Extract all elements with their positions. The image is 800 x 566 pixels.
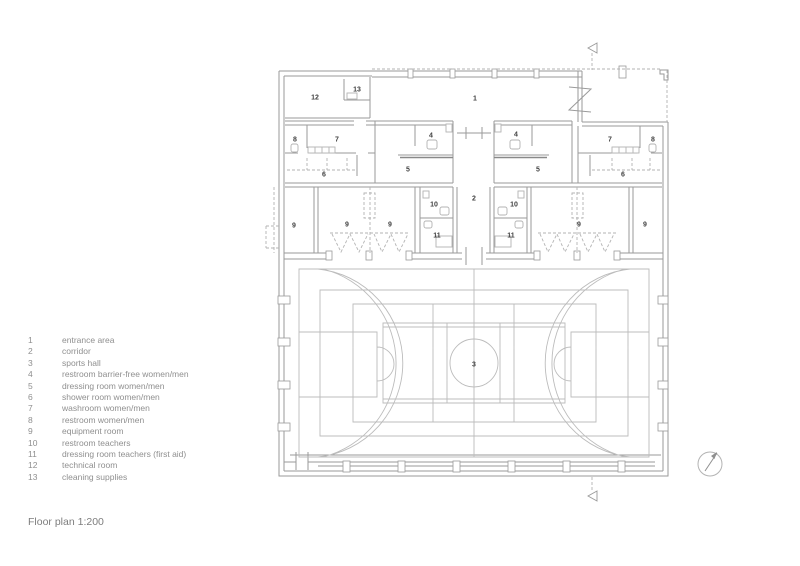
legend-item-label: dressing room women/men (62, 380, 165, 391)
legend-item-number: 9 (28, 426, 33, 437)
legend-item-label: restroom barrier-free women/men (62, 369, 189, 380)
legend-item-number: 2 (28, 346, 33, 357)
room-label-8-left: 8 (293, 136, 297, 144)
legend-item: 12 technical room (28, 460, 189, 471)
fixtures (290, 92, 657, 248)
legend-item: 3 sports hall (28, 358, 189, 369)
room-label-3: 3 (472, 361, 476, 369)
legend-item-label: shower room women/men (62, 391, 160, 402)
room-label-11-left: 11 (433, 232, 441, 240)
legend-item-number: 5 (28, 380, 33, 391)
legend-item: 6 shower room women/men (28, 392, 189, 403)
north-arrow-icon (697, 451, 723, 477)
legend-item: 2 corridor (28, 346, 189, 357)
legend-item-number: 11 (28, 448, 37, 459)
room-label-10-right: 10 (510, 201, 518, 209)
section-marker-bottom-icon (587, 490, 598, 502)
room-label-2: 2 (472, 195, 476, 203)
room-label-4-left: 4 (429, 132, 433, 140)
room-label-9-e: 9 (643, 221, 647, 229)
legend-item: 11 dressing room teachers (first aid) (28, 449, 189, 460)
room-label-11-right: 11 (507, 232, 515, 240)
room-label-1: 1 (473, 95, 477, 103)
room-label-9-a: 9 (292, 222, 296, 230)
legend-item-label: corridor (62, 346, 91, 357)
room-label-6-left: 6 (322, 171, 326, 179)
legend-item-number: 13 (28, 471, 38, 482)
legend-item: 10 restroom teachers (28, 438, 189, 449)
legend-item-number: 7 (28, 403, 33, 414)
legend-item: 9 equipment room (28, 426, 189, 437)
legend-item-number: 3 (28, 357, 33, 368)
legend-item-number: 4 (28, 369, 33, 380)
legend-item-number: 10 (28, 437, 38, 448)
room-label-13: 13 (353, 86, 361, 94)
dashed-elements (265, 53, 668, 491)
room-label-5-right: 5 (536, 166, 540, 174)
room-label-4-right: 4 (514, 131, 518, 139)
room-label-12: 12 (311, 94, 319, 102)
room-label-9-d: 9 (577, 221, 581, 229)
legend-item: 5 dressing room women/men (28, 381, 189, 392)
legend-item-label: restroom women/men (62, 414, 145, 425)
legend-item-number: 6 (28, 391, 33, 402)
legend-item-label: sports hall (62, 357, 101, 368)
legend-item: 7 washroom women/men (28, 403, 189, 414)
legend-item-label: cleaning supplies (62, 471, 128, 482)
room-label-5-left: 5 (406, 166, 410, 174)
walls (278, 69, 669, 477)
room-label-7-right: 7 (608, 136, 612, 144)
legend-item-label: entrance area (62, 335, 115, 345)
page-title: Floor plan 1:200 (28, 516, 104, 528)
section-marker-top-icon (587, 42, 598, 54)
legend-item-number: 1 (28, 335, 33, 345)
legend-item-label: dressing room teachers (first aid) (62, 448, 187, 459)
legend-item: 8 restroom women/men (28, 415, 189, 426)
room-label-9-b: 9 (345, 221, 349, 229)
legend-item: 1 entrance area (28, 335, 189, 346)
entrance-door-icon (567, 86, 593, 113)
legend-item-number: 8 (28, 414, 33, 425)
legend-item: 13 cleaning supplies (28, 472, 189, 483)
room-label-6-right: 6 (621, 171, 625, 179)
legend-item-label: restroom teachers (62, 437, 131, 448)
room-label-10-left: 10 (430, 201, 438, 209)
legend-item-number: 12 (28, 460, 38, 471)
legend-item-label: equipment room (62, 426, 124, 437)
legend-item-label: washroom women/men (62, 403, 150, 414)
court-markings (298, 268, 650, 458)
room-label-9-c: 9 (388, 221, 392, 229)
window-piers (277, 65, 669, 473)
room-label-8-right: 8 (651, 136, 655, 144)
room-label-7-left: 7 (335, 136, 339, 144)
legend-item: 4 restroom barrier-free women/men (28, 369, 189, 380)
legend: 1 entrance area 2 corridor 3 sports hall 4 r… (28, 335, 189, 483)
legend-item-label: technical room (62, 460, 118, 471)
